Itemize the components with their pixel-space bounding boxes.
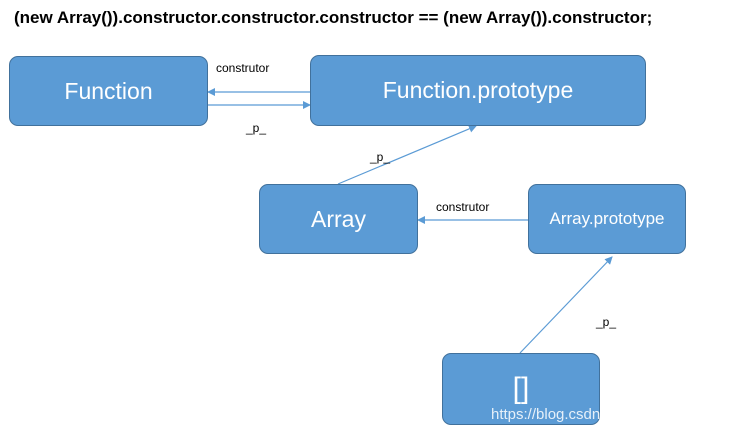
arrow-instance-to-ap [519,256,613,354]
label-function-to-fp: _p_ [246,121,267,135]
node-function: Function [9,56,208,126]
label-instance-to-ap: _p_ [596,315,617,329]
node-array-instance: [] [442,353,600,425]
label-ap-to-array: construtor [436,200,490,214]
expression-title: (new Array()).constructor.constructor.co… [14,8,653,27]
node-function-prototype: Function.prototype [310,55,646,126]
node-array-prototype: Array.prototype [528,184,686,254]
node-array: Array [259,184,418,254]
watermark-url: https://blog.csdn.net/qq_21450825 [491,406,722,423]
label-fp-to-function: construtor [216,61,270,75]
label-array-to-fp: _p_ [370,150,391,164]
arrow-array-to-fp [337,125,477,185]
